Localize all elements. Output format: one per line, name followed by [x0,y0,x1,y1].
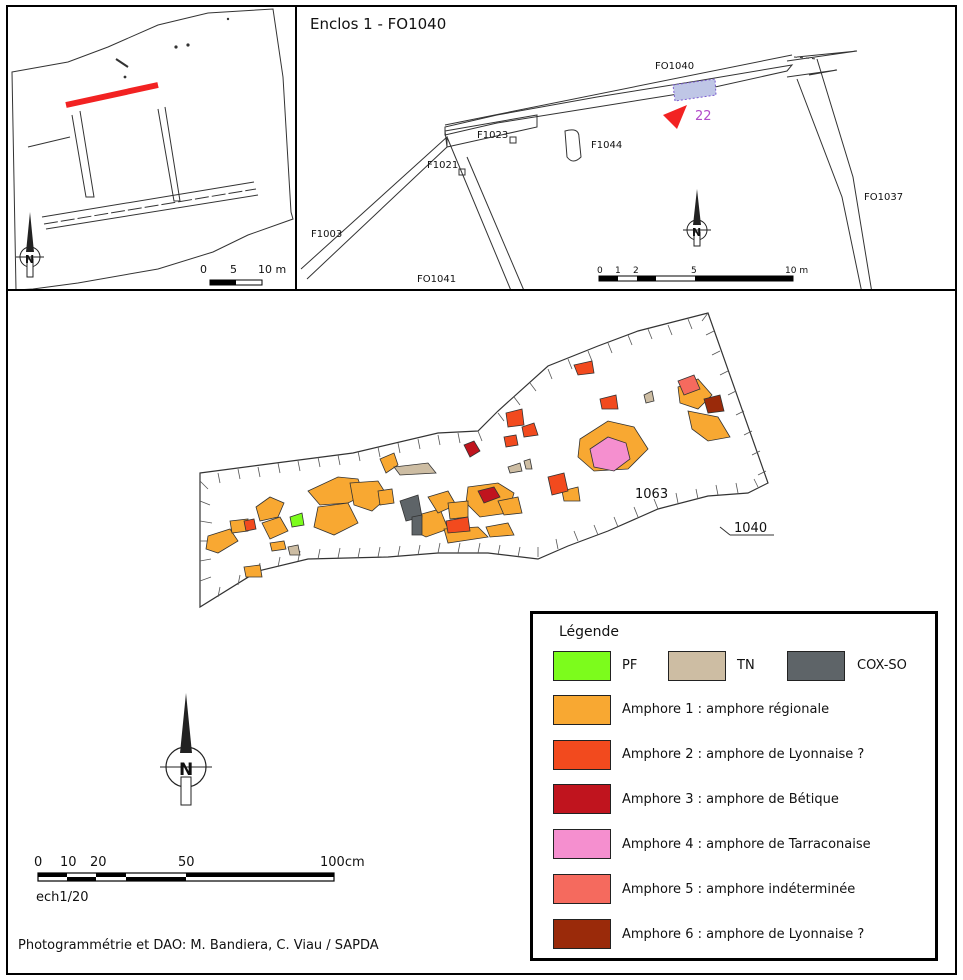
scale-bar: 0 10 20 50 100cm ech1/20 [34,855,365,905]
legend-label-amphore-6: Amphore 6 : amphore de Lyonnaise ? [622,927,865,942]
svg-text:F1044: F1044 [591,140,622,151]
legend-label-cox-so: COX-SO [857,658,907,673]
north-arrow-icon [160,693,212,806]
cox-so-sherds [399,494,423,536]
svg-text:1: 1 [615,266,621,276]
viewpoint-arrow-icon [663,105,687,129]
amphore-3-sherds [463,440,501,504]
svg-text:5: 5 [230,263,237,276]
svg-text:0: 0 [597,266,603,276]
feature-detail-plan: 1063 1040 N 0 10 20 50 100cm ech1/20 [34,312,774,905]
svg-text:0: 0 [200,263,207,276]
legend-label-amphore-3: Amphore 3 : amphore de Bétique [622,792,839,807]
svg-text:F1021: F1021 [427,160,458,171]
svg-text:100cm: 100cm [320,855,365,870]
svg-text:N: N [25,253,34,266]
svg-text:22: 22 [695,109,712,124]
svg-text:1063: 1063 [635,487,668,502]
legend-label-amphore-2: Amphore 2 : amphore de Lyonnaise ? [622,747,865,762]
legend-swatch-amphore-5 [553,874,611,904]
legend-swatch-amphore-6 [553,919,611,949]
tn-sherds [287,390,655,556]
legend-label-amphore-5: Amphore 5 : amphore indéterminée [622,882,856,897]
amphore-6-sherds [703,394,725,414]
svg-text:FO1040: FO1040 [655,61,694,72]
svg-text:10: 10 [60,855,77,870]
amphore-2-sherds [243,360,619,534]
fo1040-highlight [65,82,159,108]
trench-hachures [199,312,767,598]
legend-label-tn: TN [737,658,755,673]
amphore-5-sherds [677,374,701,396]
site-overview-panel: 0 5 10 m N [6,5,297,291]
svg-text:50: 50 [178,855,195,870]
legend: Légende PF TN COX-SO Amphore 1 : amphore… [530,611,938,961]
legend-swatch-amphore-4 [553,829,611,859]
svg-text:5: 5 [691,266,697,276]
legend-swatch-pf [553,651,611,681]
credit-line: Photogrammétrie et DAO: M. Bandiera, C. … [18,938,379,953]
svg-text:0: 0 [34,855,42,870]
svg-text:F1023: F1023 [477,130,508,141]
svg-text:ech1/20: ech1/20 [36,890,89,905]
enclosure-plan-map: 22 FO1040 F1023 F1044 F1021 FO1037 F1003… [300,50,903,293]
svg-text:F1003: F1003 [311,229,342,240]
legend-swatch-tn [668,651,726,681]
svg-text:FO1037: FO1037 [864,192,903,203]
legend-label-pf: PF [622,658,638,673]
legend-swatch-amphore-2 [553,740,611,770]
svg-text:20: 20 [90,855,107,870]
north-arrow-icon [683,189,711,247]
svg-text:N: N [692,226,701,239]
enclosure-plan-panel: 22 FO1040 F1023 F1044 F1021 FO1037 F1003… [295,5,957,293]
legend-swatch-amphore-1 [553,695,611,725]
svg-text:2: 2 [633,266,639,276]
site-overview-map: 0 5 10 m N [11,8,294,291]
legend-swatch-cox-so [787,651,845,681]
legend-label-amphore-1: Amphore 1 : amphore régionale [622,702,830,717]
north-arrow-icon [16,212,44,278]
svg-text:1040: 1040 [734,521,767,536]
legend-label-amphore-4: Amphore 4 : amphore de Tarraconaise [622,837,871,852]
amphore-4-sherds [589,436,631,472]
svg-text:FO1041: FO1041 [417,274,456,285]
amphore-1-sherds [205,378,731,578]
svg-text:10 m: 10 m [258,263,286,276]
pf-sherd [289,512,305,528]
legend-title: Légende [559,624,620,640]
svg-text:N: N [179,760,193,780]
plan-title: Enclos 1 - FO1040 [310,15,447,33]
svg-text:10 m: 10 m [785,266,808,276]
legend-swatch-amphore-3 [553,784,611,814]
